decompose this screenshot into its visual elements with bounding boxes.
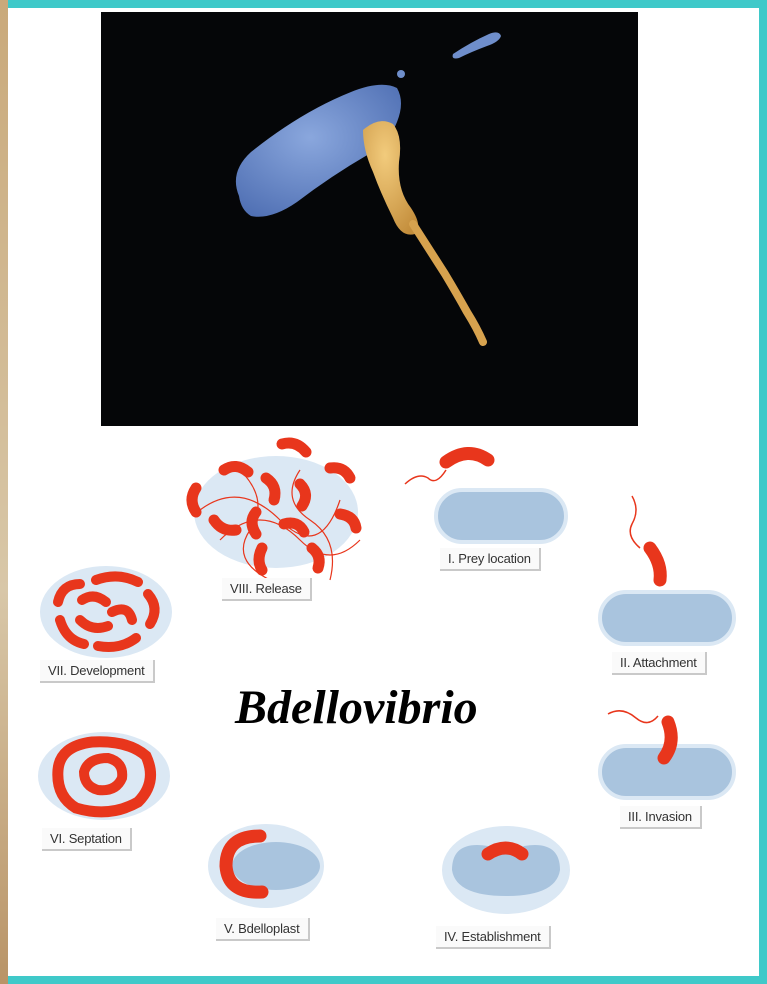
stage-septation <box>38 732 170 820</box>
label-attachment: II. Attachment <box>612 652 707 675</box>
stage-invasion <box>600 711 734 798</box>
label-septation: VI. Septation <box>42 828 132 851</box>
label-development: VII. Development <box>40 660 155 683</box>
label-establishment: IV. Establishment <box>436 926 551 949</box>
stage-release <box>192 443 360 580</box>
label-bdelloplast: V. Bdelloplast <box>216 918 310 941</box>
stage-attachment <box>600 496 734 644</box>
stage-bdelloplast <box>208 824 324 908</box>
stage-establishment <box>442 826 570 914</box>
diagram-title: Bdellovibrio <box>235 680 478 735</box>
label-release: VIII. Release <box>222 578 312 601</box>
label-invasion: III. Invasion <box>620 806 702 829</box>
stage-development <box>40 566 172 658</box>
stage-prey-location <box>405 453 566 542</box>
label-prey-location: I. Prey location <box>440 548 541 571</box>
